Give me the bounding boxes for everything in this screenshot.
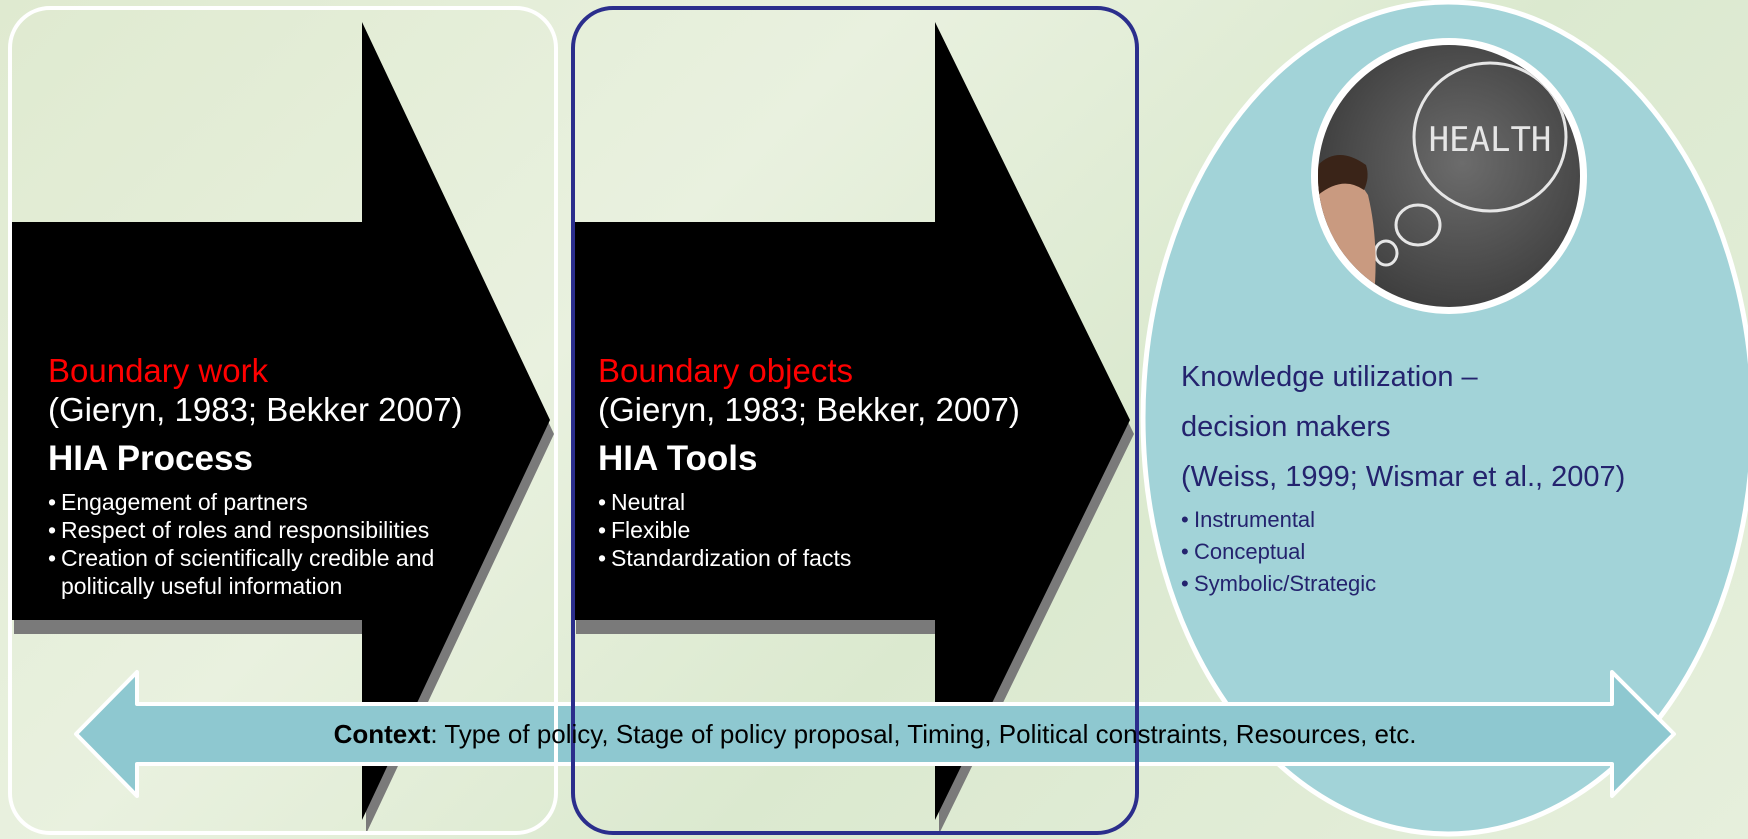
hia-tools-heading: HIA Tools [598,439,758,478]
list-item: Neutral [598,488,1138,516]
list-item: Engagement of partners [48,488,568,516]
hia-process-heading: HIA Process [48,439,253,478]
context-double-arrow [74,670,1676,798]
arrow-boundary-work [12,22,554,834]
health-thought-bubble-image: HEALTH [1318,61,1568,307]
list-item: Flexible [598,516,1138,544]
boundary-objects-block: Boundary objects (Gieryn, 1983; Bekker, … [598,352,1138,572]
knowledge-utilization-subtitle: decision makers [1181,411,1391,443]
boundary-objects-list: Neutral Flexible Standardization of fact… [598,488,1138,572]
list-item: Conceptual [1181,536,1741,568]
context-text: Context: Type of policy, Stage of policy… [110,714,1640,754]
list-item: Instrumental [1181,504,1741,536]
boundary-work-list: Engagement of partners Respect of roles … [48,488,568,600]
boundary-work-citation: (Gieryn, 1983; Bekker 2007) [48,391,463,428]
knowledge-utilization-citation: (Weiss, 1999; Wismar et al., 2007) [1181,461,1626,493]
knowledge-utilization-list: Instrumental Conceptual Symbolic/Strateg… [1181,504,1741,600]
health-photo: HEALTH [1311,38,1587,314]
list-item: Symbolic/Strategic [1181,568,1741,600]
health-photo-text: HEALTH [1429,120,1552,160]
boundary-objects-panel [571,6,1139,835]
boundary-work-title: Boundary work [48,352,269,389]
knowledge-utilization-block: Knowledge utilization – decision makers … [1181,352,1741,600]
list-item: Standardization of facts [598,544,1138,572]
context-label: Context [333,719,431,749]
knowledge-utilization-title: Knowledge utilization – [1181,361,1478,393]
boundary-work-panel [8,6,558,835]
boundary-objects-title: Boundary objects [598,352,853,389]
knowledge-ellipse [1140,0,1748,837]
context-description: : Type of policy, Stage of policy propos… [430,719,1417,749]
list-item: Respect of roles and responsibilities [48,516,568,544]
boundary-work-block: Boundary work (Gieryn, 1983; Bekker 2007… [48,352,568,600]
boundary-objects-citation: (Gieryn, 1983; Bekker, 2007) [598,391,1020,428]
arrow-boundary-objects [574,22,1134,834]
list-item: Creation of scientifically credible and … [48,544,501,600]
